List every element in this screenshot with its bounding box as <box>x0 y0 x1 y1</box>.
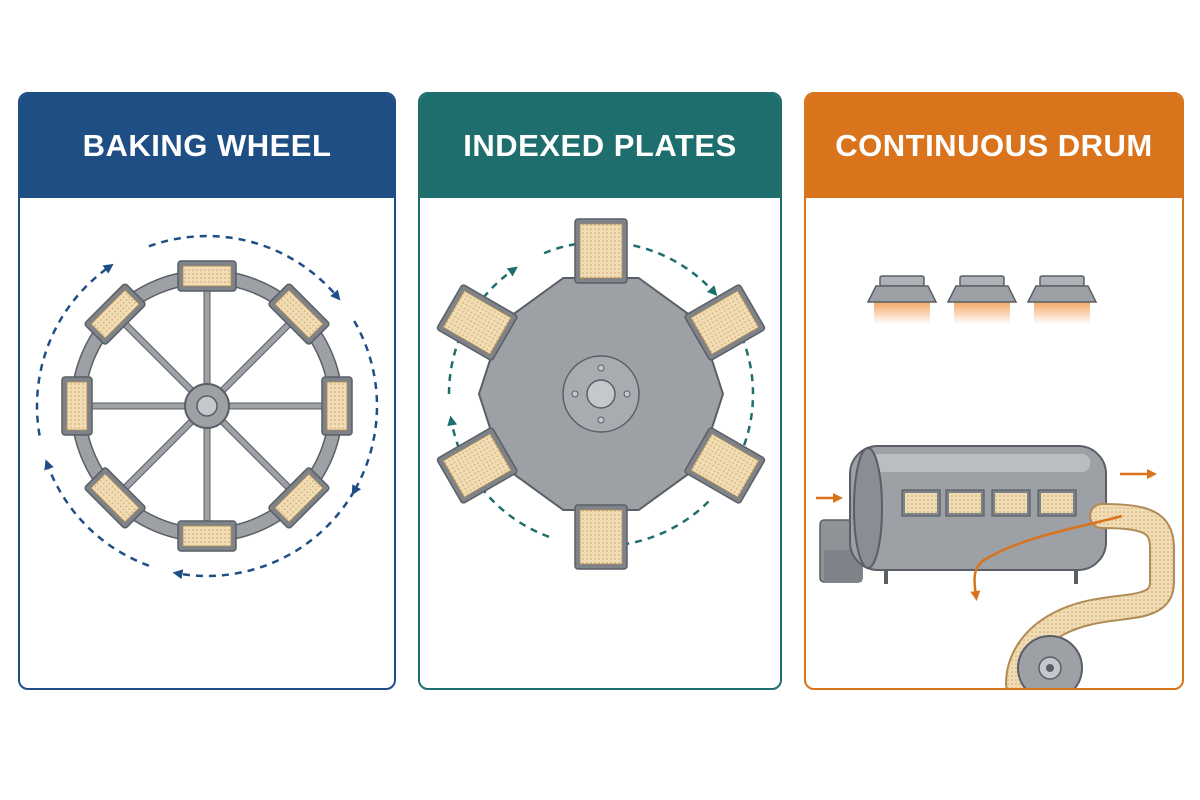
heater-hood-3 <box>1026 285 1098 303</box>
roller-pin <box>1046 664 1054 672</box>
baking-wheel-diagram <box>35 234 379 580</box>
continuous-drum-panel: CONTINUOUS DRUM <box>804 92 1184 690</box>
indexed-plates-panel: INDEXED PLATES <box>418 92 782 690</box>
wafer <box>182 265 232 287</box>
wheel-mold-8 <box>84 283 146 345</box>
bolt-hole-1 <box>597 364 605 372</box>
continuous-drum-title: CONTINUOUS DRUM <box>835 128 1153 163</box>
wafer <box>66 381 88 431</box>
drum-wafer-2 <box>949 493 981 513</box>
drum-highlight <box>866 454 1090 472</box>
bolt-hole-4 <box>571 390 579 398</box>
baking-plate-1 <box>574 218 628 284</box>
indexed-plates-title: INDEXED PLATES <box>463 128 737 163</box>
bolt-hole-2 <box>623 390 631 398</box>
heater-hood-2 <box>946 285 1018 303</box>
wheel-mold-1 <box>177 260 237 292</box>
rotation-arrow-5 <box>35 263 114 436</box>
drum-wafer-1 <box>905 493 937 513</box>
index-arrow-5 <box>447 266 518 395</box>
baking-wheel-header: BAKING WHEEL <box>20 94 394 198</box>
wheel-mold-2 <box>268 283 330 345</box>
baking-plate-6 <box>436 284 518 361</box>
table-axle <box>586 379 616 409</box>
baking-plate-4 <box>574 504 628 570</box>
index-arrow-1 <box>543 240 718 297</box>
heat-glow-2 <box>954 302 1010 324</box>
drum-wafer-3 <box>995 493 1027 513</box>
wafer <box>690 433 760 498</box>
baking-wheel-panel: BAKING WHEEL <box>18 92 396 690</box>
heater-top-2 <box>959 275 1005 287</box>
heat-glow-3 <box>1034 302 1090 324</box>
wheel-mold-5 <box>177 520 237 552</box>
heater-hood-1 <box>866 285 938 303</box>
wafer <box>442 290 512 355</box>
heat-glow-1 <box>874 302 930 324</box>
indexed-plates-diagram <box>436 218 766 570</box>
baking-plate-3 <box>684 427 766 504</box>
heater-top-3 <box>1039 275 1085 287</box>
wafer <box>579 509 623 565</box>
wafer <box>579 223 623 279</box>
rotation-arrow-2 <box>351 320 379 496</box>
heater-top-1 <box>879 275 925 287</box>
wafer <box>442 433 512 498</box>
rotation-arrow-4 <box>44 459 150 567</box>
wafer <box>90 289 140 339</box>
baking-plate-5 <box>436 427 518 504</box>
wafer <box>274 289 324 339</box>
drum-end-cap <box>853 447 883 569</box>
ribbon-flow-arrow <box>970 514 1123 601</box>
wafer <box>90 473 140 523</box>
wheel-mold-4 <box>268 467 330 529</box>
wheel-axle <box>196 395 218 417</box>
wheel-mold-7 <box>61 376 93 436</box>
baking-wheel-title: BAKING WHEEL <box>82 128 332 163</box>
bolt-hole-3 <box>597 416 605 424</box>
wafer <box>274 473 324 523</box>
rotation-arrow-3 <box>172 490 356 580</box>
rotation-arrow-1 <box>148 234 341 301</box>
continuous-drum-diagram <box>816 275 1175 688</box>
wheel-mold-6 <box>84 467 146 529</box>
wafer <box>182 525 232 547</box>
drum-wafer-4 <box>1041 493 1073 513</box>
wafer <box>690 290 760 355</box>
continuous-drum-header: CONTINUOUS DRUM <box>806 94 1182 198</box>
wheel-mold-3 <box>321 376 353 436</box>
baking-plate-2 <box>684 284 766 361</box>
wafer <box>326 381 348 431</box>
indexed-plates-header: INDEXED PLATES <box>420 94 780 198</box>
